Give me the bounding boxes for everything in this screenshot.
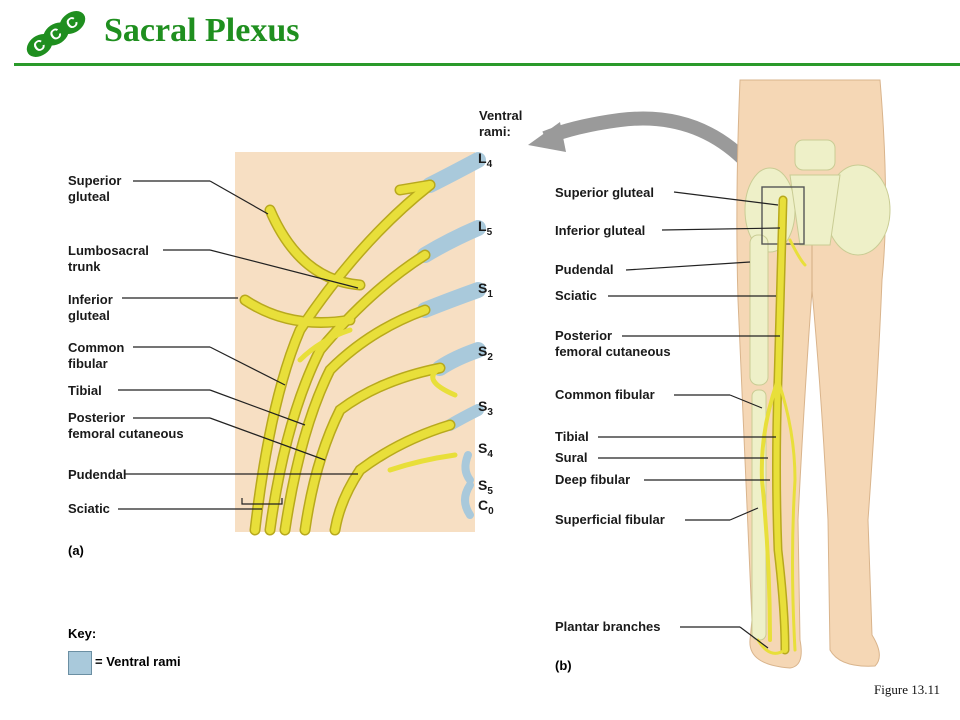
label-sciatic-a: Sciatic [68, 501, 110, 516]
root-s2: S2 [478, 343, 493, 363]
plexus-nerves [239, 179, 458, 536]
panel-a-leader-lines [118, 180, 359, 510]
panel-b-leader-lines [598, 191, 781, 649]
label-sural: Sural [555, 450, 588, 465]
label-pudendal-b: Pudendal [555, 262, 614, 277]
panel-b-tag: (b) [555, 658, 572, 673]
key-ventral-rami-swatch [68, 651, 92, 675]
label-pudendal-a: Pudendal [68, 467, 127, 482]
label-inferior-gluteal-a: Inferior gluteal [68, 292, 113, 323]
label-lumbosacral-trunk: Lumbosacral trunk [68, 243, 149, 274]
root-s3: S3 [478, 398, 493, 418]
label-posterior-femoral-cutaneous-b: Posterior femoral cutaneous [555, 328, 671, 359]
label-deep-fibular: Deep fibular [555, 472, 631, 487]
label-common-fibular-b: Common fibular [555, 387, 655, 402]
zoom-arrow [542, 111, 758, 173]
panel-a-tag: (a) [68, 543, 84, 558]
label-superior-gluteal-a: Superior gluteal [68, 173, 122, 204]
label-common-fibular-a: Common fibular [68, 340, 125, 371]
root-l5: L5 [478, 218, 493, 238]
logo-icon: C C C [26, 11, 86, 57]
ventral-rami-heading: Ventral rami: [479, 108, 523, 139]
label-tibial-b: Tibial [555, 429, 589, 444]
key-title: Key: [68, 626, 97, 641]
title-divider [14, 63, 960, 66]
key-ventral-rami-text: = Ventral rami [95, 654, 181, 669]
label-superficial-fibular: Superficial fibular [555, 512, 665, 527]
label-superior-gluteal-b: Superior gluteal [555, 185, 654, 200]
label-tibial-a: Tibial [68, 383, 102, 398]
label-posterior-femoral-cutaneous-a: Posterior femoral cutaneous [68, 410, 184, 441]
page-title: Sacral Plexus [104, 12, 300, 49]
root-s5: S5 [478, 477, 493, 497]
figure-caption: Figure 13.11 [874, 682, 940, 697]
label-plantar-branches: Plantar branches [555, 619, 661, 634]
root-s1: S1 [478, 280, 493, 300]
label-sciatic-b: Sciatic [555, 288, 597, 303]
root-l4: L4 [478, 150, 493, 170]
pelvis-skeleton [744, 139, 891, 641]
root-s4: S4 [478, 440, 493, 460]
label-inferior-gluteal-b: Inferior gluteal [555, 223, 646, 238]
root-c0: C0 [478, 497, 494, 517]
zoom-arrow-head [528, 122, 566, 152]
